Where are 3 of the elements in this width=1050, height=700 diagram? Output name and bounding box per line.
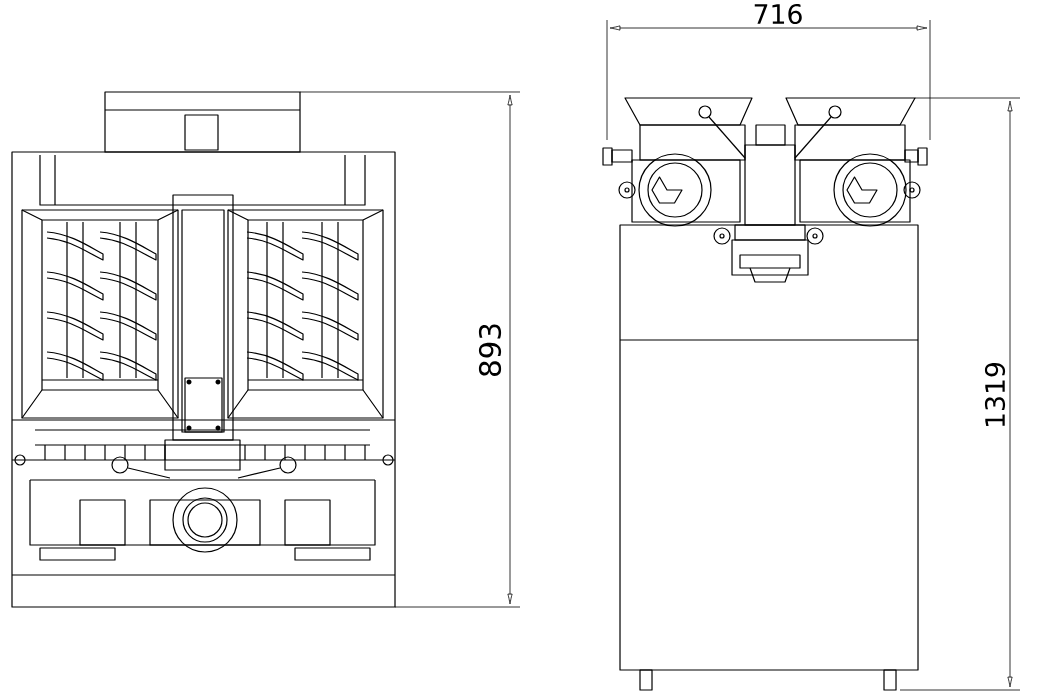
- dimension-label: 1319: [984, 362, 1006, 426]
- dimension-label: 893: [478, 324, 502, 376]
- dimension-label: 716: [754, 3, 802, 25]
